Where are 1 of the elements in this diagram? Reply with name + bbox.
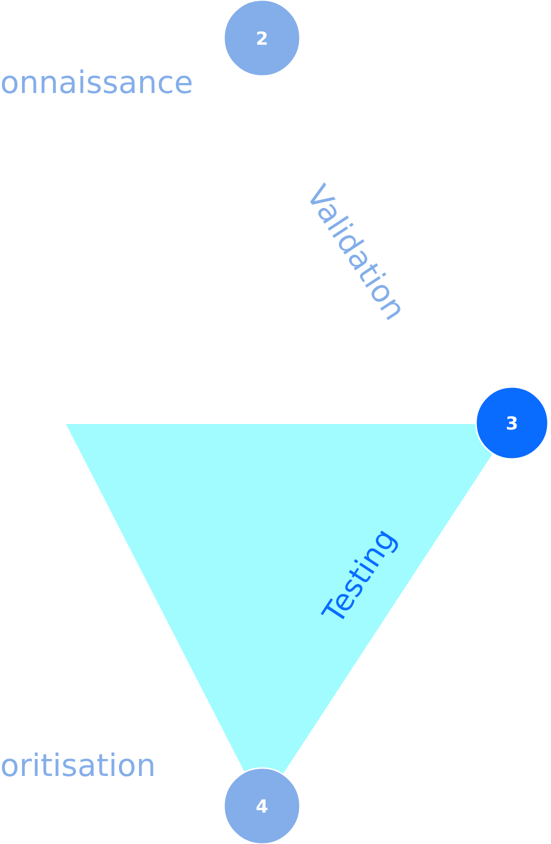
phase-label: onnaissance	[2, 69, 192, 94]
